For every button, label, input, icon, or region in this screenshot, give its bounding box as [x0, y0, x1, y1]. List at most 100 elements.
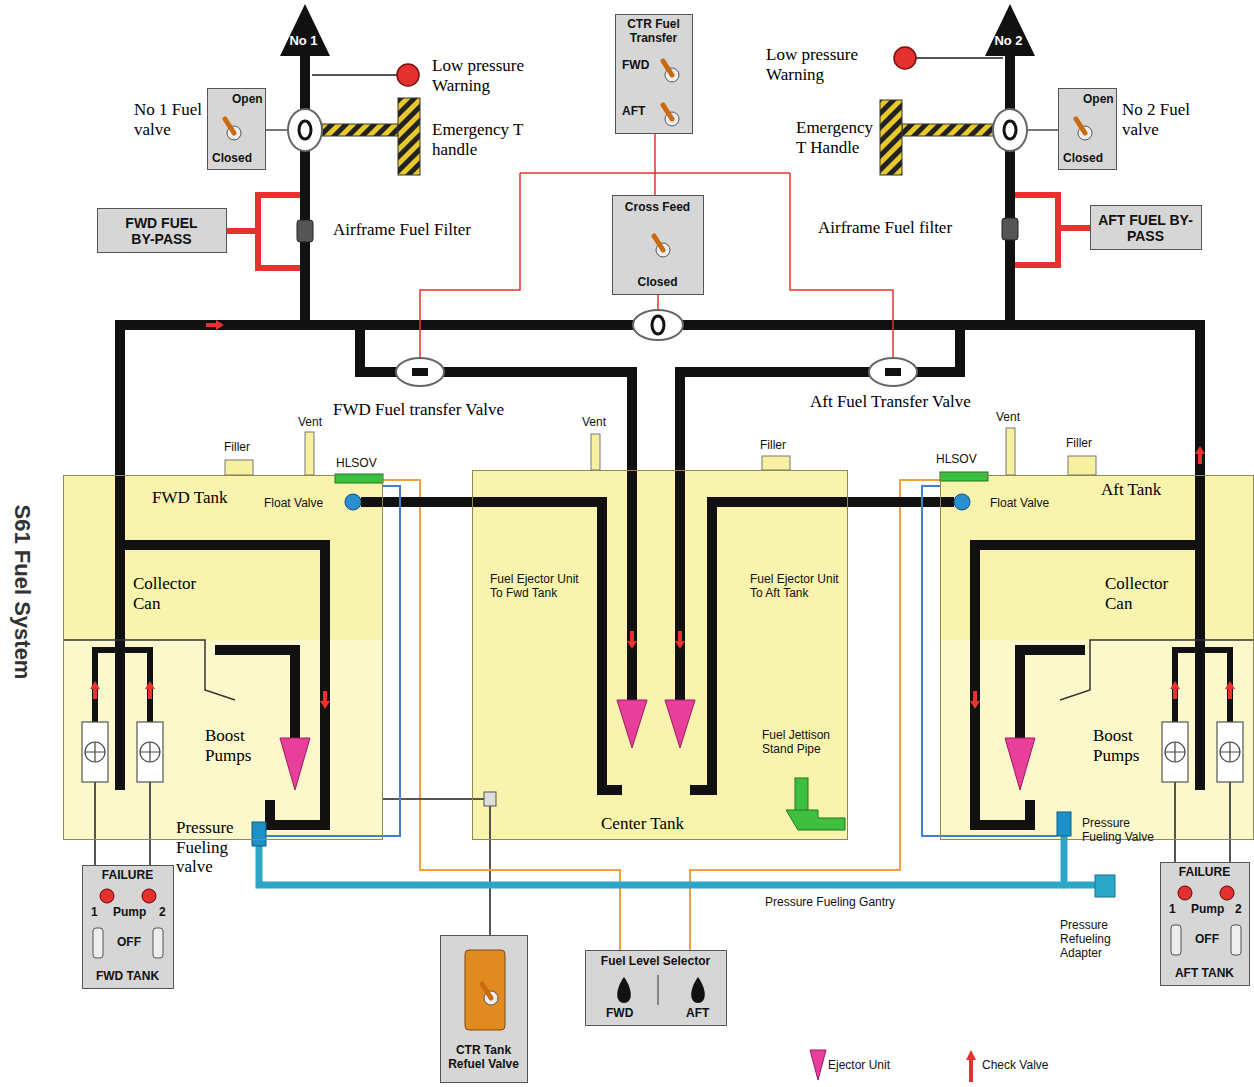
hlsov-line: [266, 486, 400, 836]
boost-pump: [1162, 722, 1188, 782]
part-label: HLSOV: [336, 456, 377, 470]
check-valve: [1170, 681, 1180, 699]
float-pipe: [690, 502, 954, 790]
part-label: Airframe Fuel Filter: [333, 220, 471, 240]
check-valve: [1225, 681, 1235, 699]
collector-pipe: [115, 475, 125, 790]
pump-outlet: [1175, 650, 1200, 722]
collector-pipe: [1195, 475, 1205, 790]
control-wire: [690, 480, 940, 950]
fwd-tank-fill: [63, 475, 383, 840]
filler-cap: [762, 456, 790, 470]
transfer-valve: [869, 358, 917, 386]
engine-valve: [288, 109, 322, 151]
node-text: AFT TANK: [1162, 967, 1248, 981]
node-text: Fuel Level Selector: [587, 955, 725, 969]
warning-light: [397, 64, 419, 86]
part-label: Aft Fuel Transfer Valve: [810, 392, 971, 412]
node-text: Aft Tank: [1101, 480, 1161, 500]
vents-fillers: [225, 428, 1096, 475]
pump-outlet: [1200, 650, 1230, 722]
ejector-unit: [280, 738, 310, 790]
fuel-pipe: [120, 56, 305, 475]
pump-wire: [95, 782, 1230, 865]
part-label: No 2 Fuel valve: [1122, 100, 1202, 139]
part-label: Vent: [298, 415, 322, 429]
control-wire: [1174, 840, 1176, 862]
collector-can-wall: [1060, 640, 1253, 700]
pump-outlets: [95, 650, 1230, 722]
control-panel: Cross FeedClosed: [612, 195, 704, 295]
cross-feed-valve: [633, 310, 683, 340]
node-text: Open: [232, 93, 263, 107]
part-label: HLSOV: [936, 452, 977, 466]
node-text: FAILURE: [1162, 866, 1248, 880]
pressure-fueling-valve: [1057, 812, 1071, 836]
boost-pumps: [82, 722, 1243, 782]
node-text: FWD: [622, 59, 649, 73]
t-handle: [880, 100, 902, 175]
part-label: Low pressure Warning: [766, 45, 881, 84]
check-valves: [90, 320, 1235, 709]
check-valve: [627, 631, 637, 649]
control-wire: [654, 134, 656, 195]
ctr-refuel-valve: [484, 792, 496, 806]
control-panel: OpenClosed: [207, 88, 266, 170]
node-text: AFT: [686, 1007, 709, 1021]
control-panel: FAILURE1Pump2OFFAFT TANK: [1160, 862, 1250, 986]
node-text: AFT FUEL BY-PASS: [1098, 212, 1193, 244]
check-valve: [675, 631, 685, 649]
warning-light: [894, 47, 916, 69]
control-panel: AFT FUEL BY-PASS: [1090, 205, 1202, 250]
part-label: Fuel Jettison Stand Pipe: [762, 728, 850, 756]
part-label: Low pressure Warning: [432, 56, 547, 95]
fuel-pipes: [120, 325, 1200, 825]
fuel-tank: Aft Tank: [940, 475, 1254, 840]
ejector-sample: [810, 1050, 826, 1080]
control-panel: FWD FUEL BY-PASS: [97, 208, 227, 253]
collector-can-wall: [64, 640, 235, 700]
node-text: FWD: [606, 1007, 633, 1021]
t-handle-bar: [902, 124, 994, 136]
fuel-tank: Center Tank: [472, 470, 848, 840]
panel-icon: [280, 4, 330, 56]
node-text: 2: [1235, 903, 1242, 917]
transfer-pipe: [680, 325, 960, 700]
part-label: Fuel Ejector Unit To Fwd Tank: [490, 572, 590, 600]
node-text: Closed: [614, 276, 702, 290]
control-panel: OpenClosed: [1058, 88, 1117, 170]
node-text: FAILURE: [84, 869, 172, 883]
control-panel: CTR Tank Refuel Valve: [440, 935, 528, 1083]
node-text: OFF: [117, 936, 141, 950]
part-label: Collector Can: [1105, 574, 1190, 613]
part-label: No 1 Fuel valve: [134, 100, 206, 139]
refueling-adapter: [1095, 875, 1115, 897]
part-label: Boost Pumps: [205, 726, 265, 765]
airframe-filter: [297, 220, 313, 242]
control-wire: [383, 480, 620, 950]
engine-valve: [993, 109, 1027, 151]
legend-text: Check Valve: [982, 1058, 1048, 1072]
part-label: Pressure Fueling Gantry: [765, 895, 895, 909]
vent: [1006, 428, 1015, 475]
part-label: Vent: [996, 410, 1020, 424]
t-handle-bar: [322, 124, 398, 136]
center-tank-fill: [472, 470, 848, 840]
pump-wires: [95, 782, 1230, 865]
aft-bypass: [1015, 195, 1090, 265]
check-valve: [970, 691, 980, 709]
legend-samples: [810, 1050, 976, 1082]
part-label: Pressure Fueling valve: [176, 818, 256, 877]
float-valves: [345, 494, 970, 510]
check-valve: [320, 691, 330, 709]
engine-arrow: No 2: [985, 4, 1035, 56]
pump-outlet: [120, 650, 150, 722]
part-label: Pressure Fueling Valve: [1082, 816, 1157, 844]
ejector-pipe: [975, 545, 1200, 825]
boost-pump: [1217, 722, 1243, 782]
transfer-valve: [396, 358, 444, 386]
node-text: CTR Tank Refuel Valve: [442, 1044, 526, 1072]
node-text: OFF: [1195, 933, 1219, 947]
part-label: Filler: [1066, 436, 1092, 450]
fuel-tank: FWD Tank: [63, 475, 383, 840]
